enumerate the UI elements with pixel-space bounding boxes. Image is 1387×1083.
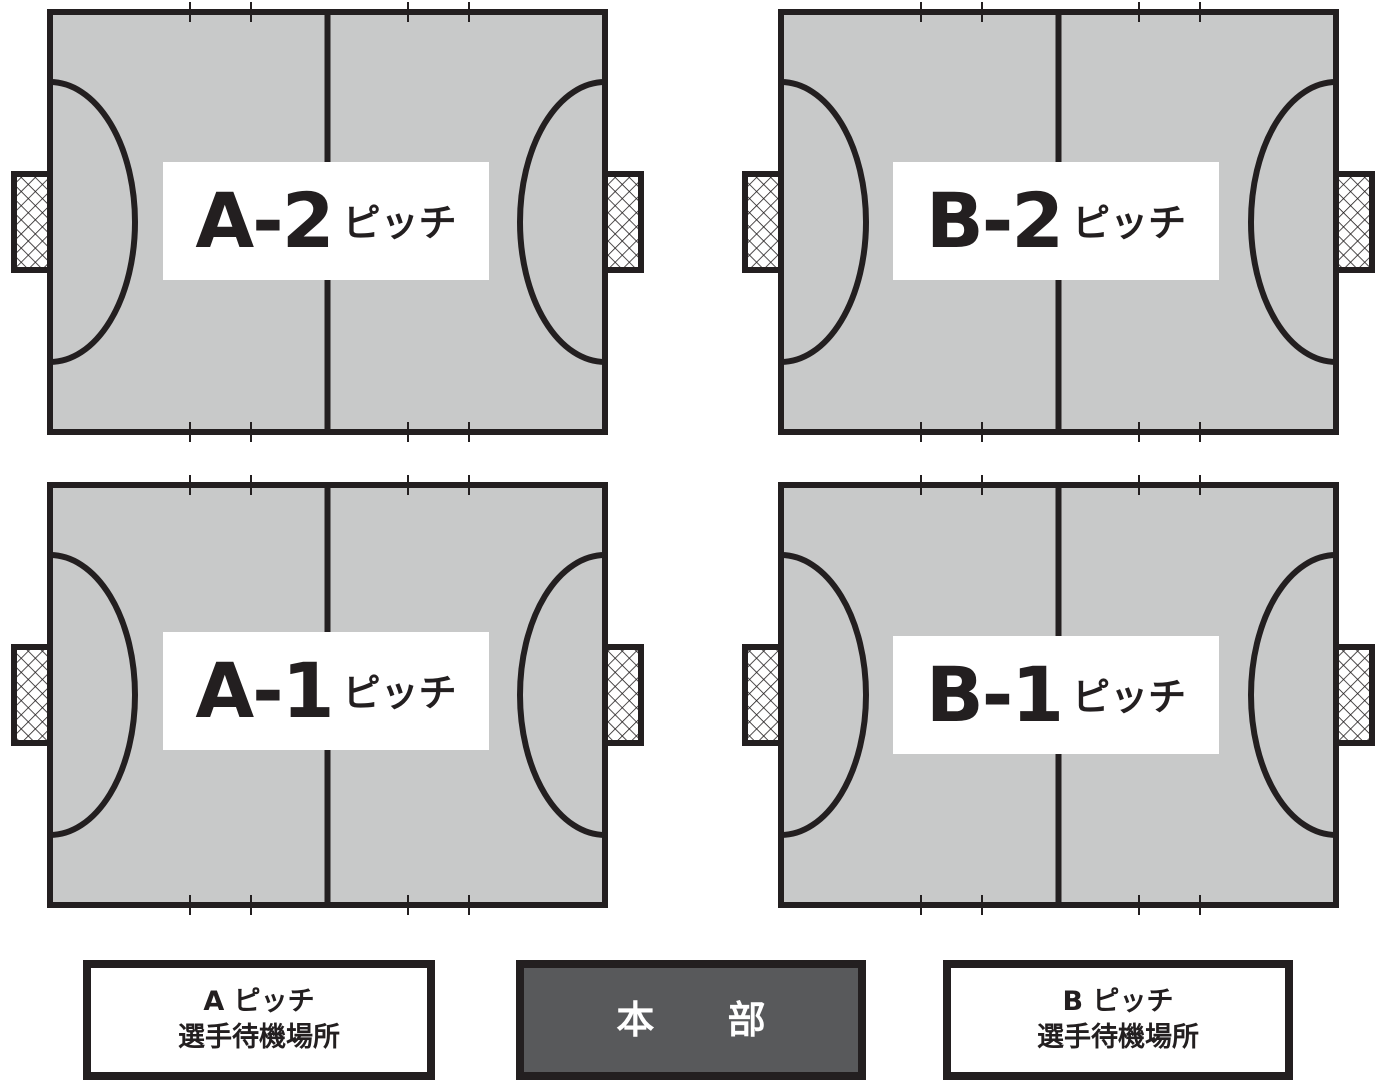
pitch-id-a2: A-2: [195, 176, 334, 265]
a-pitch-waiting-area: A ピッチ 選手待機場所: [83, 960, 435, 1080]
penalty-arc-right: [517, 79, 606, 365]
pitch-id-b2: B-2: [925, 176, 1064, 265]
penalty-arc-right: [1248, 79, 1337, 365]
goal-net-icon: [600, 644, 644, 746]
penalty-arc-right: [517, 552, 606, 838]
pitch-suffix-a1: ピッチ: [342, 671, 457, 715]
goal-net-icon: [11, 644, 55, 746]
pitch-id-b1: B-1: [925, 650, 1064, 739]
penalty-arc-left: [49, 79, 138, 365]
goal-net-icon: [742, 644, 786, 746]
goal-net-icon: [11, 171, 55, 273]
b-waiting-line1: B ピッチ: [1062, 986, 1174, 1017]
pitch-label-b2: B-2 ピッチ: [893, 162, 1219, 280]
b-waiting-line2: 選手待機場所: [1037, 1022, 1199, 1053]
pitch-suffix-b1: ピッチ: [1072, 675, 1187, 719]
pitch-b2: [742, 2, 1375, 442]
goal-net-icon: [1331, 171, 1375, 273]
pitch-label-a2: A-2 ピッチ: [163, 162, 489, 280]
goal-net-icon: [600, 171, 644, 273]
headquarters-area: 本 部: [516, 960, 866, 1080]
pitch-label-a1: A-1 ピッチ: [163, 632, 489, 750]
a-waiting-line2: 選手待機場所: [178, 1022, 340, 1053]
penalty-arc-right: [1248, 552, 1337, 838]
pitch-suffix-a2: ピッチ: [342, 201, 457, 245]
penalty-arc-left: [780, 79, 869, 365]
a-waiting-line1: A ピッチ: [203, 986, 315, 1017]
goal-net-icon: [1331, 644, 1375, 746]
penalty-arc-left: [780, 552, 869, 838]
pitch-label-b1: B-1 ピッチ: [893, 636, 1219, 754]
pitch-id-a1: A-1: [195, 646, 334, 735]
penalty-arc-left: [49, 552, 138, 838]
pitch-suffix-b2: ピッチ: [1072, 201, 1187, 245]
headquarters-label: 本 部: [616, 998, 796, 1042]
goal-net-icon: [742, 171, 786, 273]
b-pitch-waiting-area: B ピッチ 選手待機場所: [943, 960, 1293, 1080]
